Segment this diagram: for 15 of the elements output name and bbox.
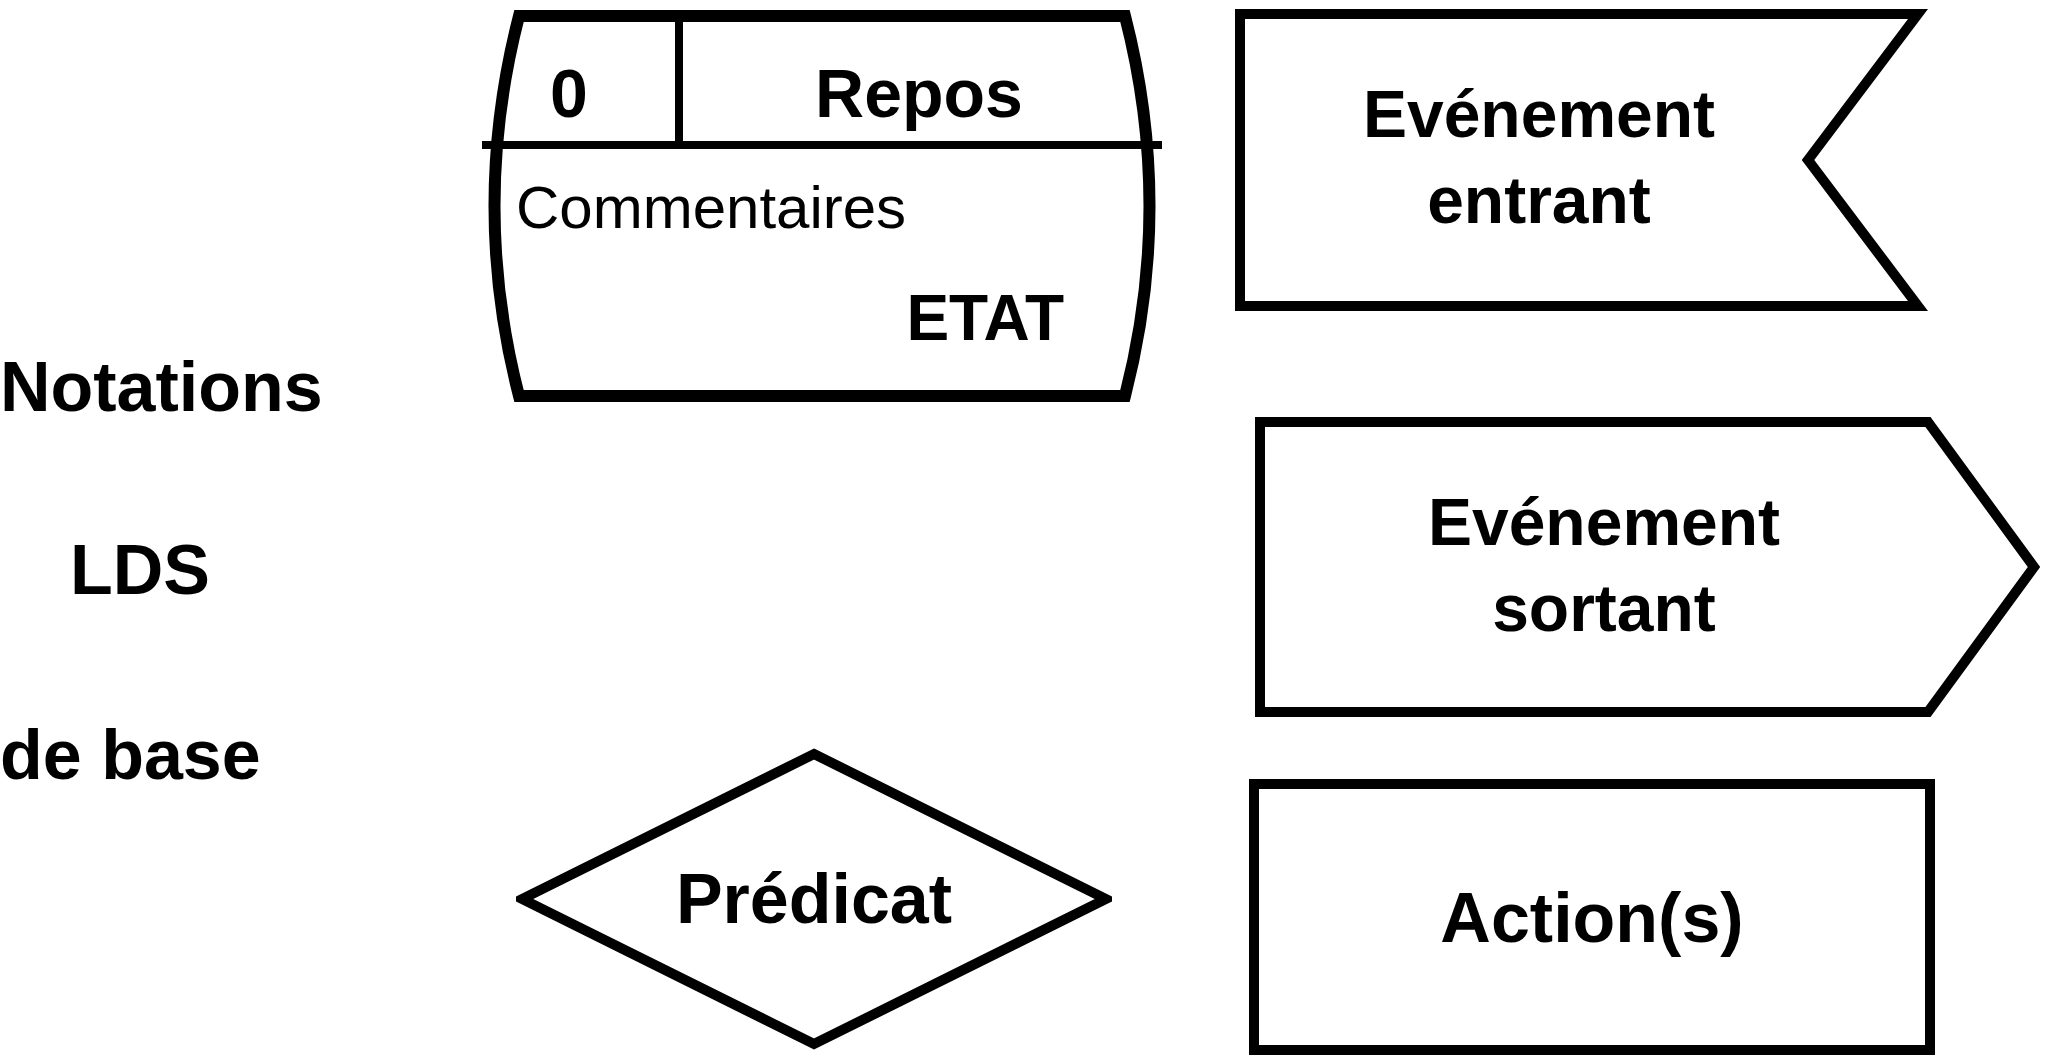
node-text: Evénement sortant xyxy=(1426,484,1782,647)
node-text: 0 xyxy=(550,54,588,133)
heading-text: Notations xyxy=(0,352,323,422)
output-signal-symbol xyxy=(1254,416,2040,718)
decision-diamond xyxy=(516,748,1112,1050)
heading-text: LDS xyxy=(70,535,210,605)
action-box xyxy=(1248,778,1936,1056)
node-text: Evénement entrant xyxy=(1361,76,1717,239)
node-text: Prédicat xyxy=(675,858,953,940)
node-text: Commentaires xyxy=(516,173,907,243)
node-text: Action(s) xyxy=(1440,877,1744,959)
input-signal-symbol xyxy=(1234,8,1928,312)
node-text: Repos xyxy=(815,54,1023,133)
heading-text: de base xyxy=(0,720,261,790)
node-text: ETAT xyxy=(906,281,1064,356)
